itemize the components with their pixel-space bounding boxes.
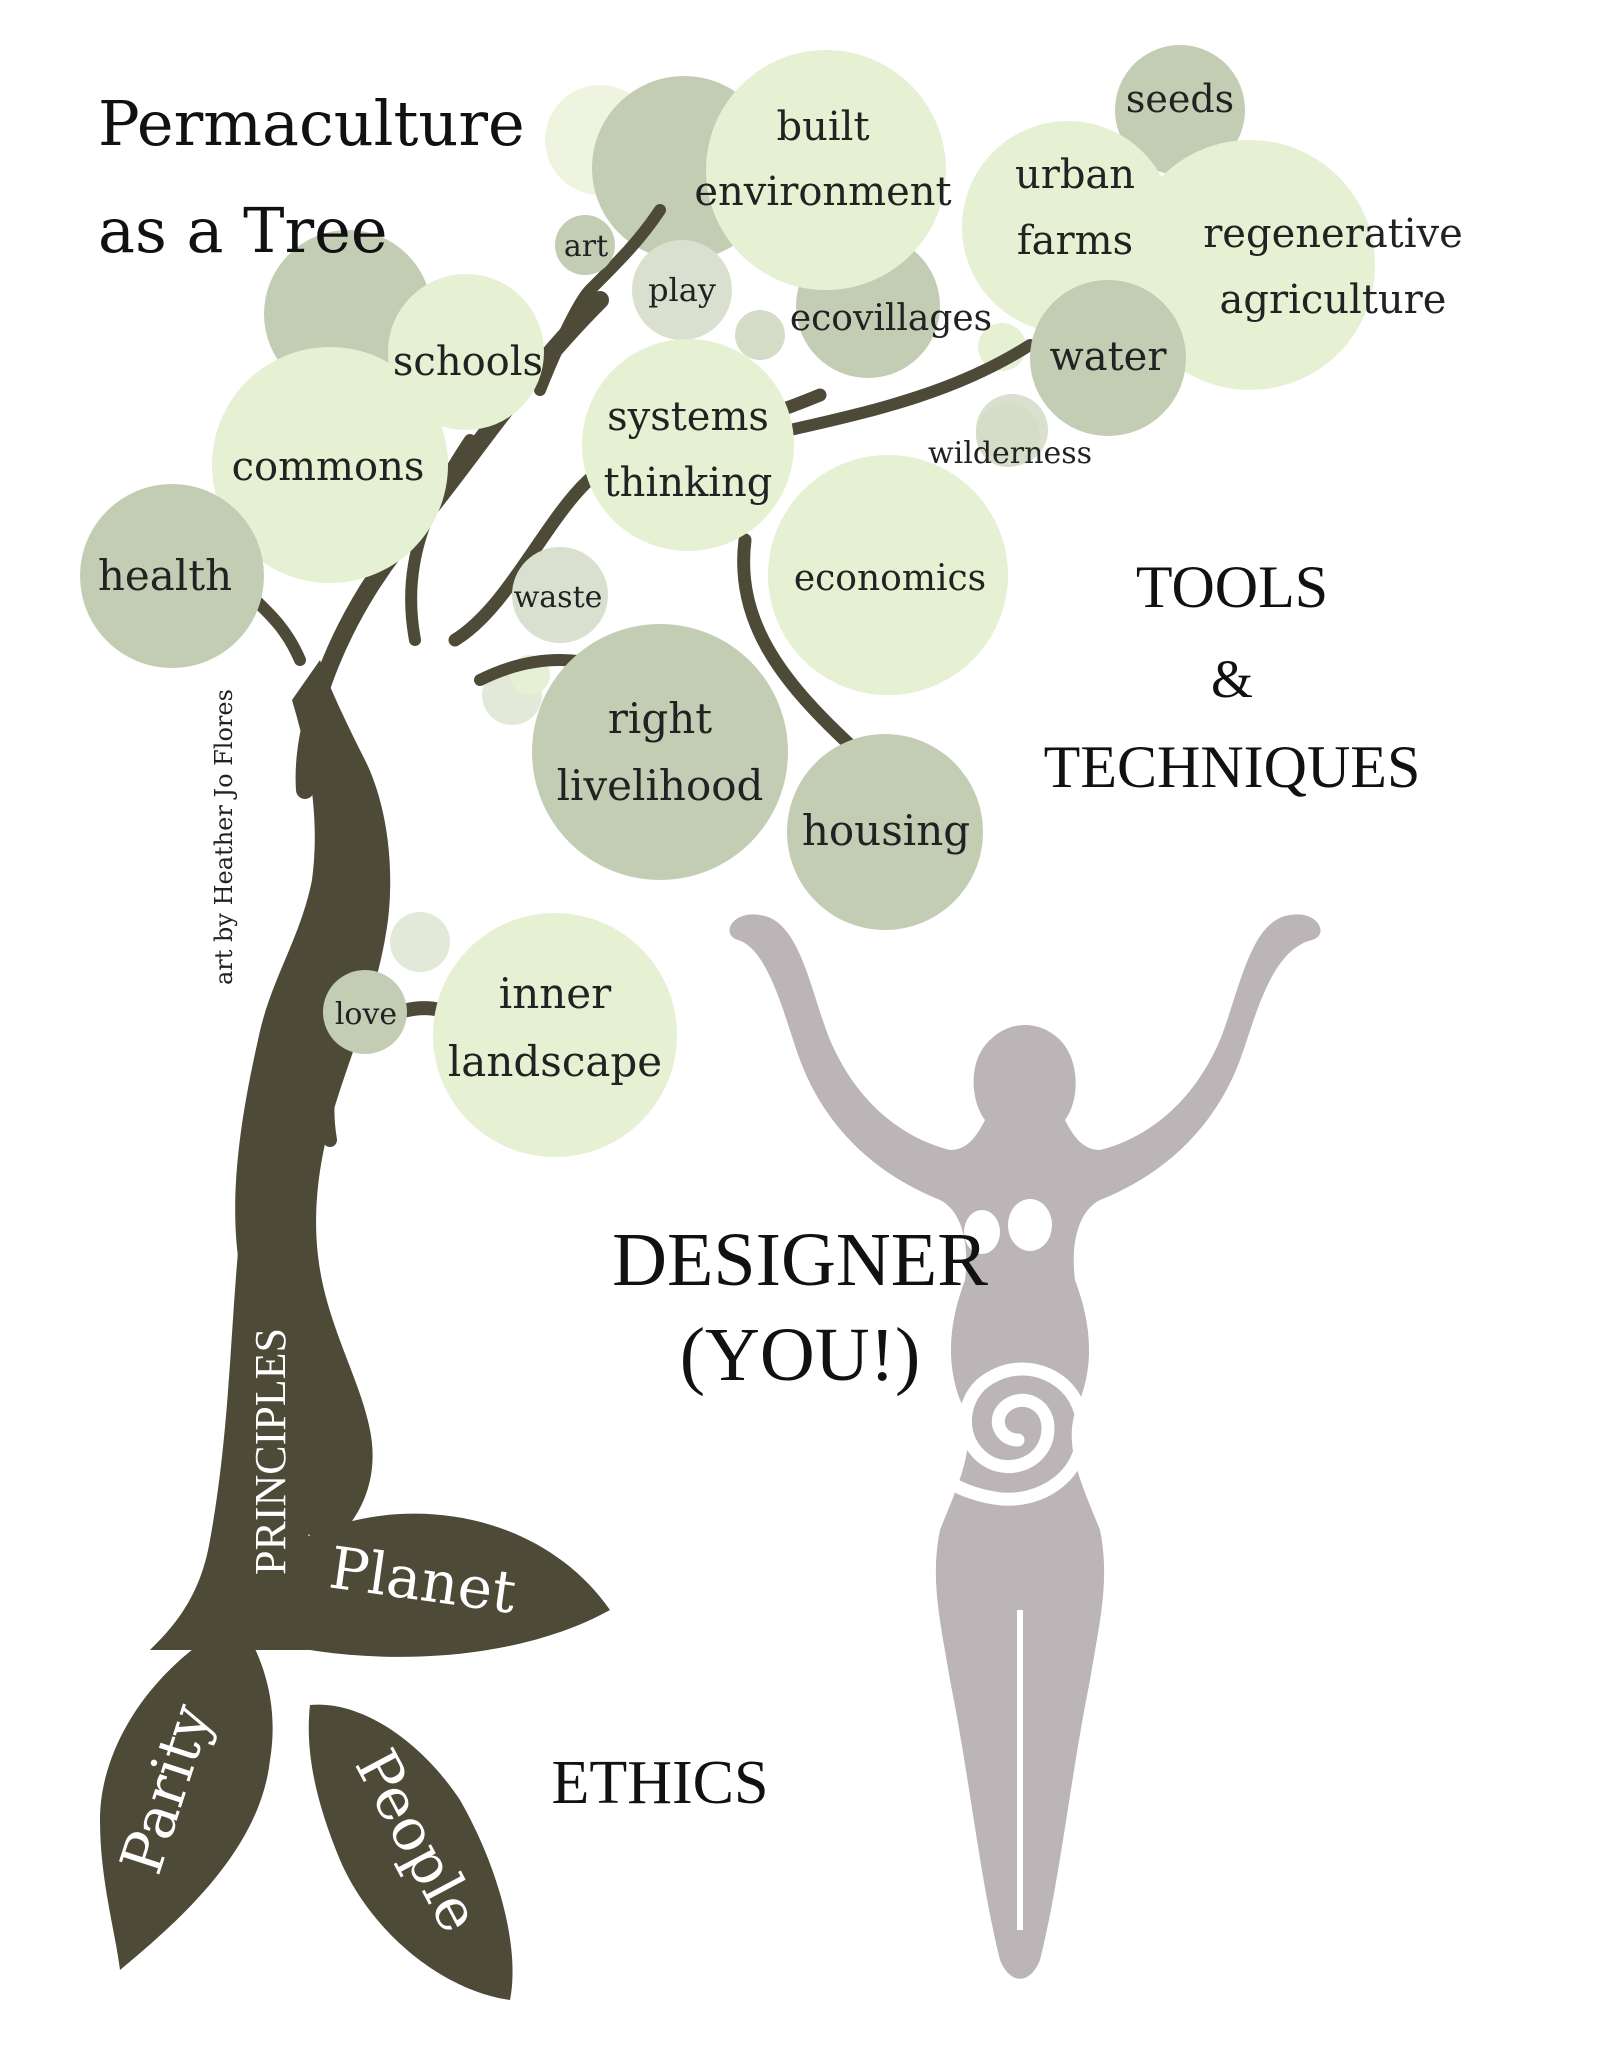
branch-water xyxy=(784,339,1036,436)
bubble-commons xyxy=(212,347,448,583)
label-systems-2: thinking xyxy=(604,460,773,506)
label-waste: waste xyxy=(514,580,603,615)
label-play: play xyxy=(648,271,716,309)
label-seeds: seeds xyxy=(1126,77,1234,121)
branch-housing xyxy=(737,533,857,752)
branch-art xyxy=(534,204,666,396)
goddess-breast-left xyxy=(964,1210,1000,1254)
label-regenerative-2: agriculture xyxy=(1220,277,1447,323)
label-urban-2: farms xyxy=(1017,218,1133,264)
bubble-right-livelihood xyxy=(532,624,788,880)
tree-trunk-base xyxy=(150,1230,333,1650)
bubble-water xyxy=(1030,280,1186,436)
label-art: art xyxy=(564,229,608,264)
leaf-parity xyxy=(100,1620,273,1970)
label-love: love xyxy=(335,997,397,1032)
label-water: water xyxy=(1050,334,1168,380)
label-systems-1: systems xyxy=(607,394,769,440)
bubble-health xyxy=(80,484,264,668)
label-economics: economics xyxy=(794,558,986,599)
label-livelihood-2: livelihood xyxy=(557,761,764,810)
bubble-deco xyxy=(390,912,450,972)
label-schools: schools xyxy=(393,339,543,385)
label-wilderness: wilderness xyxy=(928,436,1092,471)
leaf-people xyxy=(308,1704,513,2000)
leaf-planet xyxy=(260,1513,610,1657)
bubble-schools xyxy=(388,274,544,430)
label-inner-2: landscape xyxy=(448,1037,662,1086)
credit-text: art by Heather Jo Flores xyxy=(210,689,238,985)
principles-label: PRINCIPLES xyxy=(246,1328,295,1575)
title-line-2: as a Tree xyxy=(98,194,388,267)
bubble-economics xyxy=(768,455,1008,695)
bubble-inner-landscape xyxy=(433,913,677,1157)
bubble-systems-thinking xyxy=(582,339,794,551)
goddess-spiral xyxy=(928,1362,1090,1506)
bubbles xyxy=(80,45,1375,1157)
label-livelihood-1: right xyxy=(608,694,712,743)
bubble-regenerative-agriculture xyxy=(1125,140,1375,390)
designer-line-1: DESIGNER xyxy=(612,1218,988,1302)
bubble-art xyxy=(555,215,615,275)
tools-line-1: TOOLS xyxy=(1136,554,1328,620)
goddess-body xyxy=(729,914,1321,1979)
label-built-2: environment xyxy=(694,169,951,215)
label-health: health xyxy=(98,551,232,600)
label-built-1: built xyxy=(776,104,869,150)
label-regenerative-1: regenerative xyxy=(1203,211,1463,257)
title-line-1: Permaculture xyxy=(98,87,525,160)
tools-heading: TOOLS & TECHNIQUES xyxy=(1044,554,1421,800)
tools-line-3: TECHNIQUES xyxy=(1044,734,1421,800)
goddess-breast-right xyxy=(1008,1199,1052,1251)
designer-goddess-figure xyxy=(729,914,1321,1979)
title: Permaculture as a Tree xyxy=(98,87,525,267)
bubble-play xyxy=(632,240,732,340)
bubble-housing xyxy=(787,734,983,930)
designer-line-2: (YOU!) xyxy=(680,1313,921,1397)
bubble-seeds xyxy=(1115,45,1245,175)
bubble-deco xyxy=(735,310,785,360)
label-inner-1: inner xyxy=(499,969,612,1018)
bubble-love xyxy=(323,970,407,1054)
label-ecovillages: ecovillages xyxy=(790,298,992,339)
bubble-urban-farms xyxy=(962,121,1174,333)
tools-line-2: & xyxy=(1211,649,1253,709)
bubble-waste xyxy=(512,547,608,643)
label-housing: housing xyxy=(802,806,970,855)
label-urban-1: urban xyxy=(1015,152,1135,198)
bubble-wilderness xyxy=(976,403,1040,467)
label-commons: commons xyxy=(232,444,425,490)
designer-heading: DESIGNER (YOU!) xyxy=(612,1218,988,1397)
ethics-heading: ETHICS xyxy=(552,1749,769,1817)
bubble-built-environment xyxy=(706,50,946,290)
